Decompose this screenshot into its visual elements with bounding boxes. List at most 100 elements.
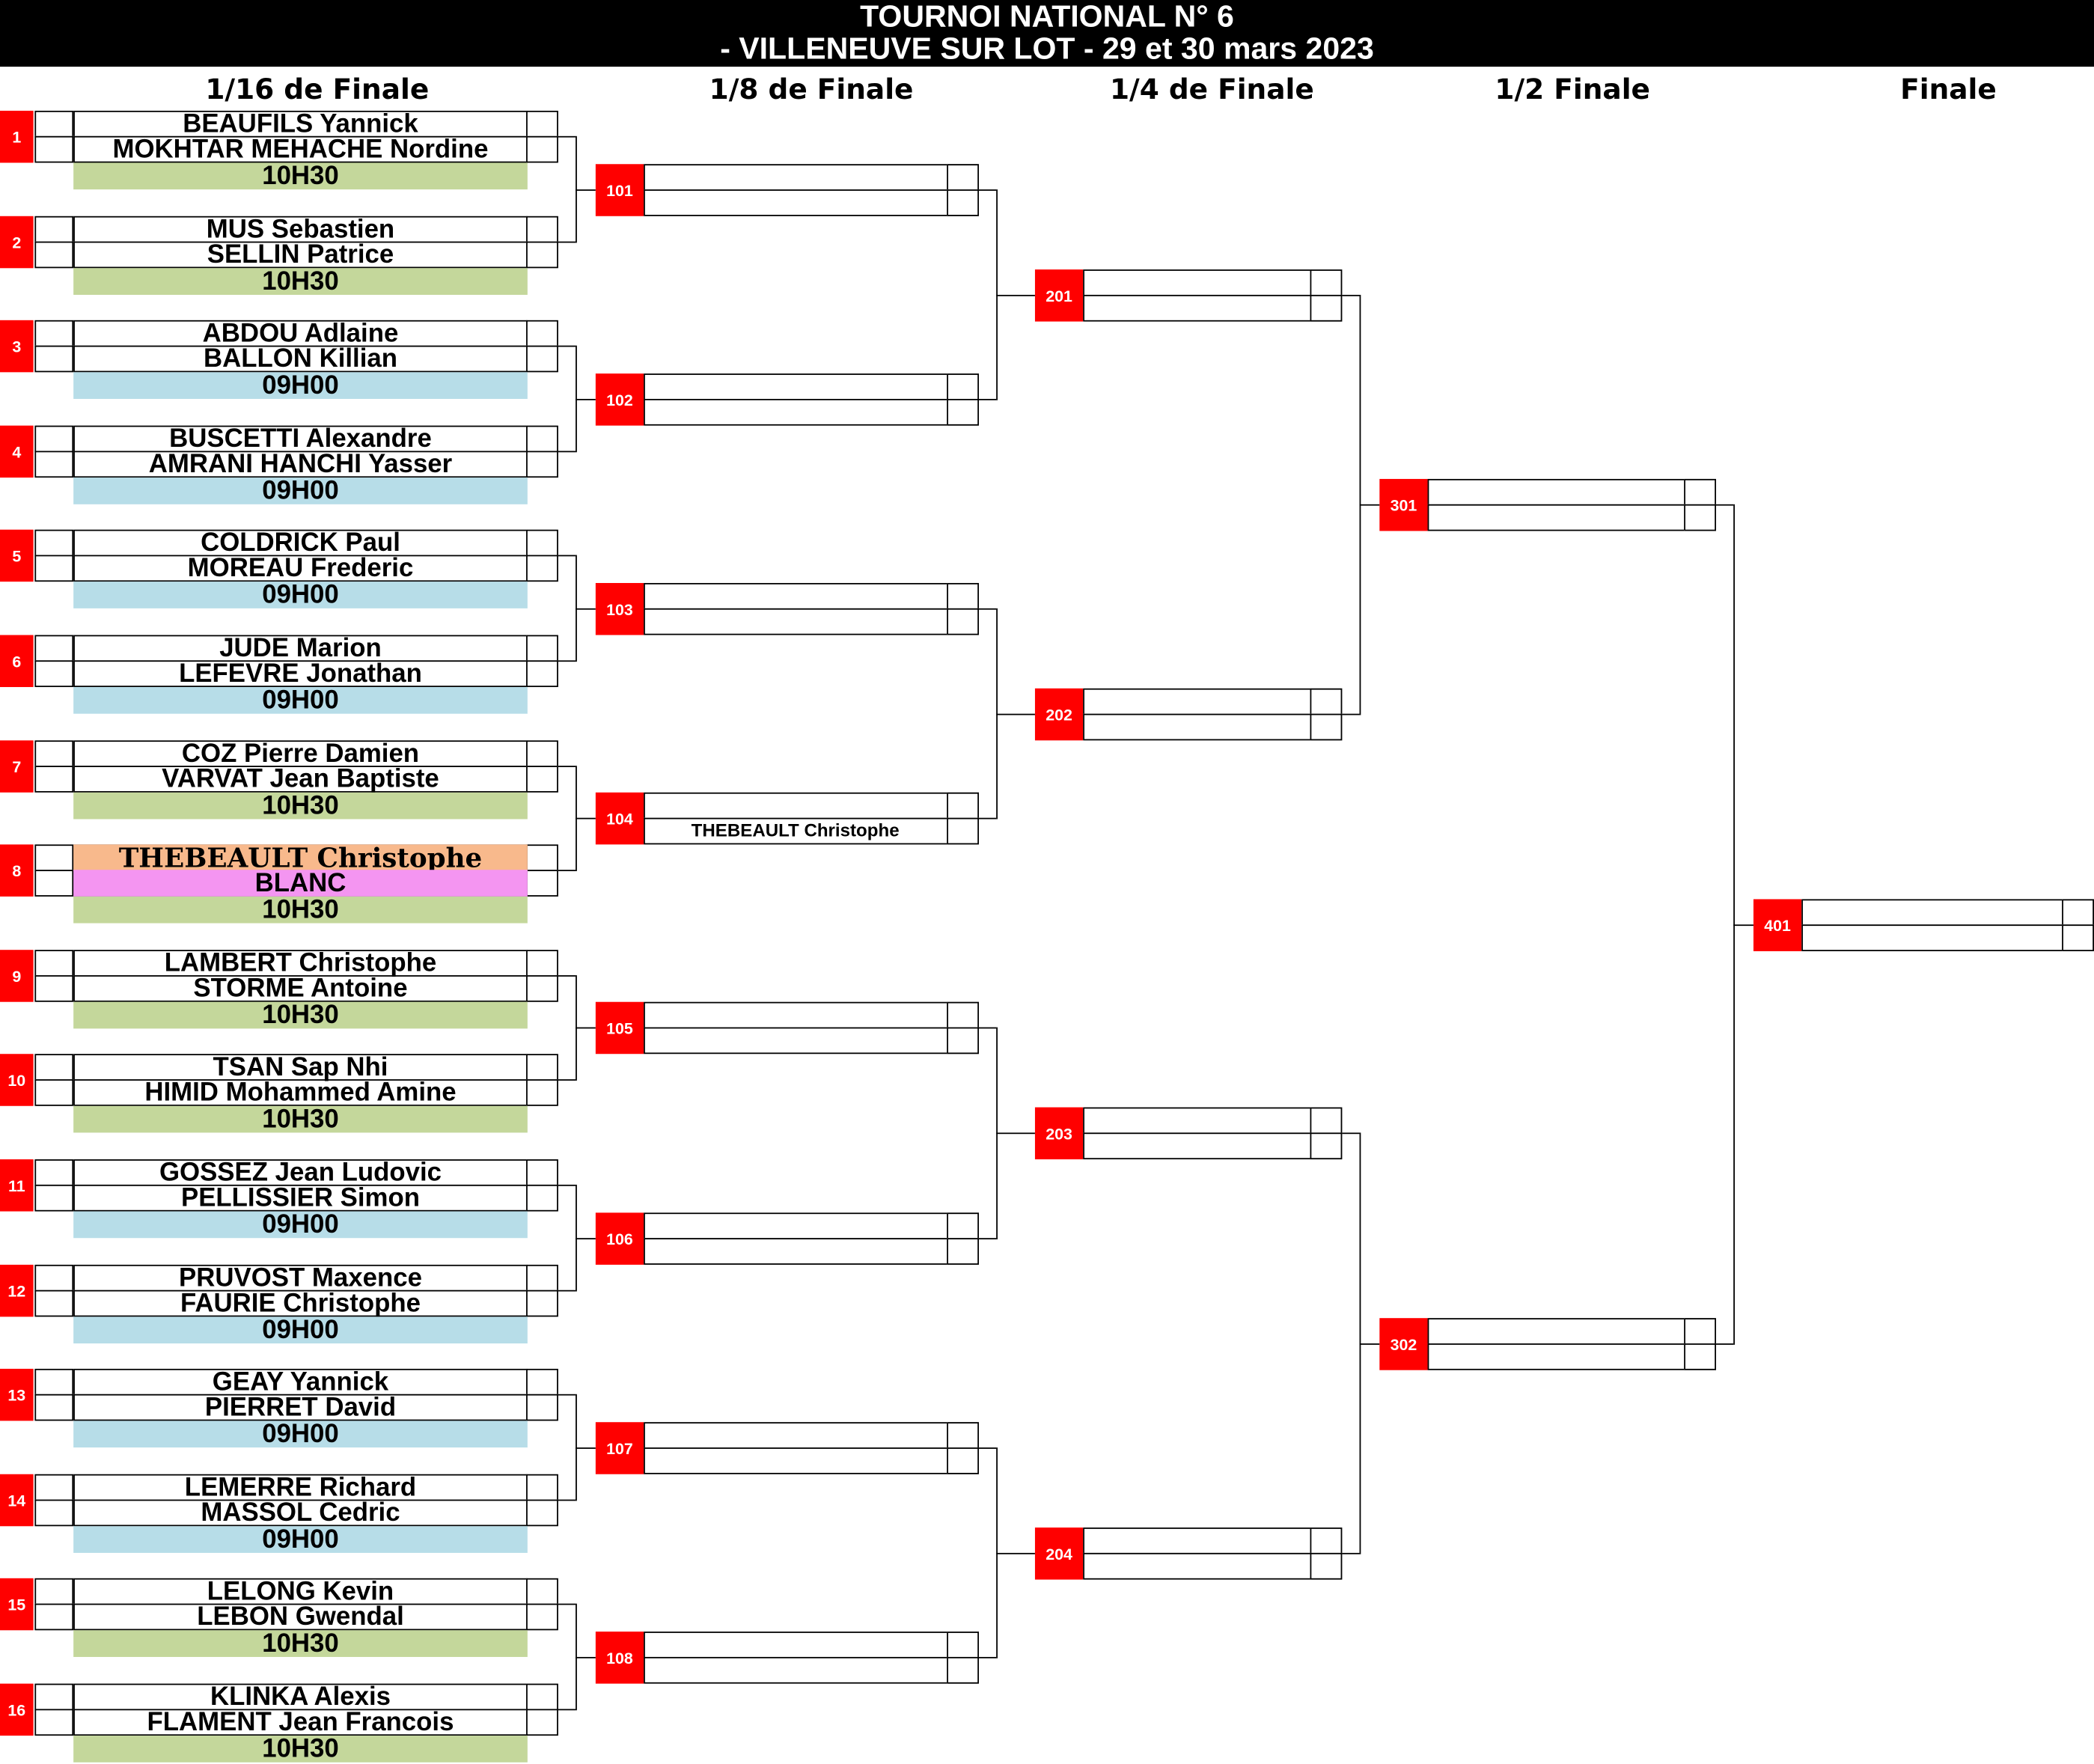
score-box[interactable] — [947, 817, 979, 845]
score-box[interactable] — [1684, 1318, 1717, 1345]
score-box[interactable] — [526, 740, 558, 767]
score-box[interactable] — [947, 1027, 979, 1055]
seed-checkbox[interactable] — [34, 1054, 74, 1081]
score-box[interactable] — [1684, 478, 1717, 506]
score-box[interactable] — [1310, 294, 1343, 322]
score-box[interactable] — [526, 844, 558, 872]
score-box[interactable] — [526, 425, 558, 453]
match-time: 09H00 — [73, 1526, 528, 1553]
score-box[interactable] — [947, 582, 979, 610]
score-box[interactable] — [1310, 713, 1343, 741]
score-box[interactable] — [947, 792, 979, 820]
score-box[interactable] — [526, 1264, 558, 1292]
seed-checkbox[interactable] — [34, 529, 74, 557]
connector-line — [576, 608, 596, 610]
seed-checkbox[interactable] — [34, 345, 74, 373]
seed-checkbox[interactable] — [34, 1290, 74, 1317]
seed-checkbox[interactable] — [34, 425, 74, 453]
score-box[interactable] — [526, 241, 558, 269]
score-box[interactable] — [526, 1499, 558, 1527]
score-box[interactable] — [1310, 1107, 1343, 1135]
seed-checkbox[interactable] — [34, 635, 74, 662]
score-box[interactable] — [947, 1656, 979, 1684]
match-number: 202 — [1034, 688, 1084, 741]
score-box[interactable] — [1310, 688, 1343, 715]
score-box[interactable] — [947, 189, 979, 216]
seed-checkbox[interactable] — [34, 241, 74, 269]
score-box[interactable] — [1684, 1343, 1717, 1370]
score-box[interactable] — [947, 373, 979, 400]
score-box[interactable] — [526, 1368, 558, 1396]
score-box[interactable] — [947, 164, 979, 191]
seed-checkbox[interactable] — [34, 1578, 74, 1605]
score-box[interactable] — [526, 660, 558, 688]
seed-checkbox[interactable] — [34, 1709, 74, 1736]
seed-checkbox[interactable] — [34, 110, 74, 138]
score-box[interactable] — [526, 1709, 558, 1736]
seed-checkbox[interactable] — [34, 660, 74, 688]
score-box[interactable] — [526, 635, 558, 662]
score-box[interactable] — [947, 1001, 979, 1029]
score-box[interactable] — [526, 1159, 558, 1186]
seed-checkbox[interactable] — [34, 844, 74, 872]
seed-checkbox[interactable] — [34, 1603, 74, 1631]
score-box[interactable] — [526, 1474, 558, 1501]
score-box[interactable] — [526, 1683, 558, 1711]
seed-checkbox[interactable] — [34, 1079, 74, 1106]
seed-checkbox[interactable] — [34, 320, 74, 347]
score-box[interactable] — [526, 870, 558, 897]
seed-checkbox[interactable] — [34, 1264, 74, 1292]
score-box[interactable] — [526, 1290, 558, 1317]
seed-checkbox[interactable] — [34, 740, 74, 767]
seed-checkbox[interactable] — [34, 950, 74, 977]
seed-checkbox[interactable] — [34, 216, 74, 243]
connector-line — [576, 1447, 596, 1449]
seed-checkbox[interactable] — [34, 1499, 74, 1527]
score-box[interactable] — [2062, 899, 2094, 927]
score-box[interactable] — [1310, 1132, 1343, 1160]
score-box[interactable] — [526, 1578, 558, 1605]
score-box[interactable] — [947, 1212, 979, 1240]
score-box[interactable] — [526, 1184, 558, 1212]
score-box[interactable] — [947, 398, 979, 426]
score-box[interactable] — [1684, 504, 1717, 531]
score-box[interactable] — [526, 1394, 558, 1421]
score-box[interactable] — [2062, 924, 2094, 951]
seed-checkbox[interactable] — [34, 451, 74, 478]
score-box[interactable] — [526, 529, 558, 557]
score-box[interactable] — [526, 1603, 558, 1631]
seed-checkbox[interactable] — [34, 555, 74, 582]
score-box[interactable] — [947, 608, 979, 635]
score-box[interactable] — [526, 345, 558, 373]
slot-player-name — [644, 608, 947, 635]
seed-checkbox[interactable] — [34, 1394, 74, 1421]
seed-checkbox[interactable] — [34, 1159, 74, 1186]
score-box[interactable] — [526, 950, 558, 977]
score-box[interactable] — [1310, 1552, 1343, 1580]
score-box[interactable] — [526, 555, 558, 582]
score-box[interactable] — [526, 451, 558, 478]
score-box[interactable] — [526, 110, 558, 138]
score-box[interactable] — [947, 1422, 979, 1449]
seed-checkbox[interactable] — [34, 975, 74, 1002]
score-box[interactable] — [1310, 1528, 1343, 1554]
seed-checkbox[interactable] — [34, 870, 74, 897]
seed-checkbox[interactable] — [34, 1474, 74, 1501]
score-box[interactable] — [526, 320, 558, 347]
score-box[interactable] — [526, 766, 558, 793]
score-box[interactable] — [947, 1632, 979, 1658]
score-box[interactable] — [526, 1079, 558, 1106]
seed-checkbox[interactable] — [34, 1368, 74, 1396]
seed-checkbox[interactable] — [34, 1683, 74, 1711]
score-box[interactable] — [526, 1054, 558, 1081]
seed-checkbox[interactable] — [34, 135, 74, 163]
score-box[interactable] — [947, 1447, 979, 1474]
score-box[interactable] — [526, 975, 558, 1002]
score-box[interactable] — [947, 1238, 979, 1265]
score-box[interactable] — [1310, 269, 1343, 296]
seed-checkbox[interactable] — [34, 1184, 74, 1212]
score-box[interactable] — [526, 135, 558, 163]
seed-checkbox[interactable] — [34, 766, 74, 793]
score-box[interactable] — [526, 216, 558, 243]
connector-line — [1716, 1343, 1734, 1345]
